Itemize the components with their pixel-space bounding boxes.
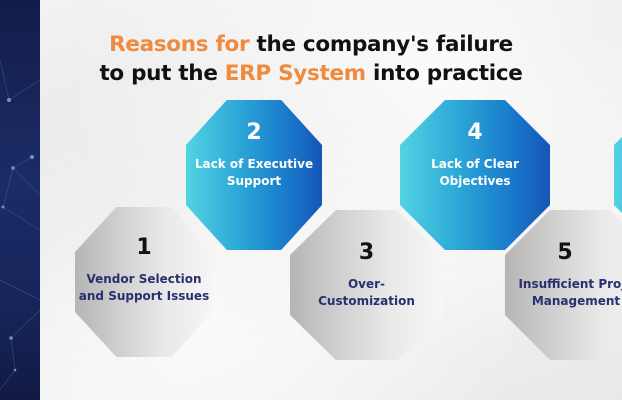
title-text: into practice	[365, 61, 523, 86]
title-text: the company's failure	[249, 32, 513, 57]
reason-label-line: Customization	[318, 294, 415, 308]
title-text: to put the	[99, 61, 225, 86]
reason-label-line: and Support Issues	[78, 289, 210, 303]
title-line-1: Reasons for the company's failure	[40, 30, 582, 59]
title-line-2: to put the ERP System into practice	[40, 59, 582, 88]
reason-label-line: Lack of Executive	[194, 157, 314, 171]
reason-number: 1	[136, 235, 152, 260]
reason-number: 5	[557, 240, 573, 265]
reason-label: Insufficient Proje Management	[518, 276, 622, 310]
network-nodes-icon	[0, 59, 40, 391]
reason-card-1: 1 Vendor Selection and Support Issues	[75, 207, 213, 357]
side-panel	[0, 0, 40, 400]
title-accent-erp: ERP System	[224, 61, 366, 86]
reason-label-line: Insufficient Proje	[518, 277, 622, 291]
reason-label: F	[621, 130, 622, 173]
reason-number: 3	[358, 240, 375, 265]
reason-label-line: Over-	[347, 277, 386, 291]
reason-card-4: 4 Lack of Clear Objectives	[400, 100, 550, 250]
title-accent-reasons: Reasons for	[109, 32, 250, 57]
reason-label-line: Lack of Clear	[431, 157, 519, 171]
reason-label-line: Objectives	[439, 174, 511, 188]
reason-card-6-partial: F	[614, 100, 622, 250]
reason-card-2: 2 Lack of Executive Support	[186, 100, 322, 250]
reason-card-3: 3 Over- Customization	[290, 210, 443, 360]
reason-label: Lack of Executive Support	[195, 156, 313, 190]
page-title: Reasons for the company's failure to put…	[40, 30, 582, 88]
reason-label-line: Management	[531, 294, 621, 308]
reason-number: 2	[246, 120, 262, 145]
reason-number: 4	[467, 120, 483, 145]
reason-label: Vendor Selection and Support Issues	[79, 271, 209, 305]
reason-label-line: Vendor Selection	[86, 272, 202, 286]
reason-label-line: Support	[226, 174, 282, 188]
reason-label: Lack of Clear Objectives	[431, 156, 519, 190]
reason-label-line: F	[621, 156, 622, 173]
reason-label: Over- Customization	[318, 276, 415, 310]
